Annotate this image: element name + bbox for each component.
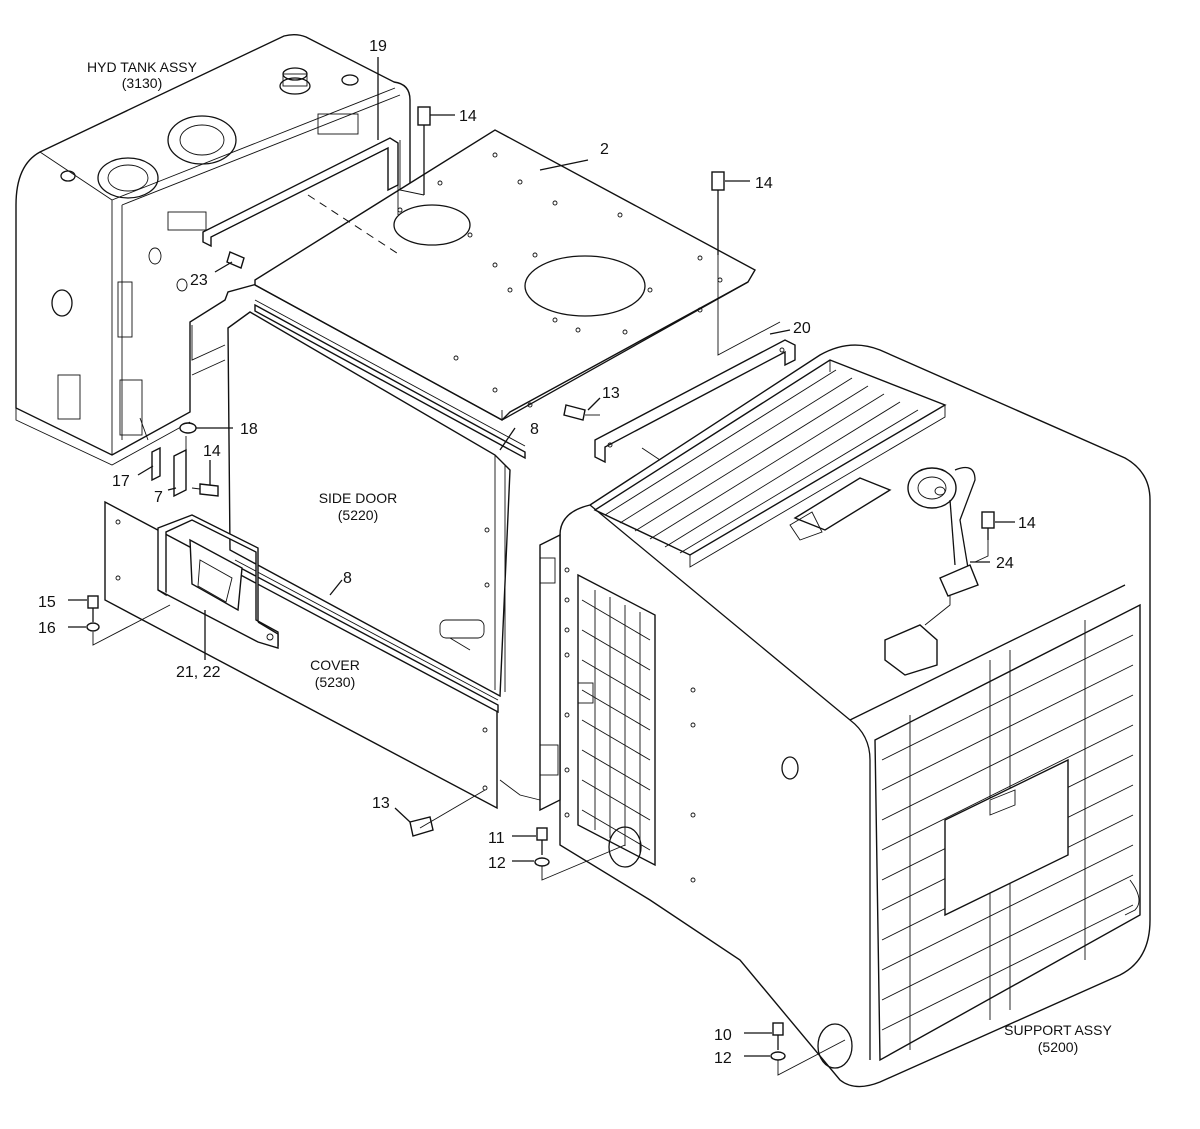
- cover-label: COVER: [310, 657, 360, 673]
- callout-13-upper: 13: [602, 385, 620, 402]
- tank-breather-cap: [279, 67, 311, 95]
- part-20-bracket: [594, 339, 796, 464]
- side-door-code: (5220): [338, 507, 378, 523]
- support-side-mesh: [577, 573, 656, 867]
- side-door-assembly: [227, 311, 511, 698]
- support-code: (5200): [1038, 1039, 1078, 1055]
- part-14-bolt-a: [417, 106, 431, 195]
- part-10-bolt: [772, 1022, 784, 1050]
- callout-11: 11: [488, 830, 505, 847]
- support-front-grille: [874, 603, 1141, 1062]
- part-19-bracket: [202, 137, 399, 248]
- part-21-22-bracket: [157, 514, 279, 649]
- leader-lines: [68, 57, 1015, 1076]
- part-12-washer-a: [534, 857, 550, 867]
- part-17-hinge: [151, 446, 161, 482]
- support-assembly: [539, 344, 1151, 1088]
- callout-12-lower: 12: [714, 1050, 732, 1067]
- hyd-tank-assembly: [15, 34, 411, 466]
- callout-12-upper: 12: [488, 855, 506, 872]
- side-door-label: SIDE DOOR: [319, 490, 398, 506]
- part-7-hinge: [173, 448, 187, 498]
- callout-24: 24: [996, 555, 1014, 572]
- part-15-bolt: [87, 595, 99, 622]
- callout-14-right: 14: [755, 175, 773, 192]
- callout-16: 16: [38, 620, 56, 637]
- tank-cover-plate-large: [167, 115, 237, 165]
- part-8-seal-strip-top: [254, 299, 526, 460]
- part-18-grommet: [179, 422, 197, 434]
- callout-15: 15: [38, 594, 56, 611]
- callout-8-bottom: 8: [343, 570, 352, 587]
- callout-13-lower: 13: [372, 795, 390, 812]
- part-16-washer: [86, 622, 100, 632]
- support-label: SUPPORT ASSY: [1004, 1022, 1112, 1038]
- hyd-tank-code: (3130): [122, 75, 162, 91]
- part-14-bolt-b: [711, 171, 725, 255]
- callout-14-horn: 14: [1018, 515, 1036, 532]
- part-14-bolt-c: [199, 483, 219, 497]
- part-2-top-plate: [254, 129, 756, 421]
- callout-20: 20: [793, 320, 811, 337]
- callout-7: 7: [154, 489, 163, 506]
- callout-14-top: 14: [459, 108, 477, 125]
- hyd-tank-label: HYD TANK ASSY: [87, 59, 198, 75]
- callout-10: 10: [714, 1027, 732, 1044]
- tank-cover-plate-small: [97, 157, 159, 199]
- callout-labels: 19 14 2 14 23 20 13 18 8 14 17 7 14 24 1…: [38, 38, 1036, 1067]
- part-13-bolt-a: [563, 404, 586, 421]
- part-23-bolt: [226, 251, 245, 269]
- callout-17: 17: [112, 473, 130, 490]
- callout-14-hinge: 14: [203, 443, 221, 460]
- callout-19: 19: [369, 38, 387, 55]
- assembly-labels: HYD TANK ASSY (3130) SIDE DOOR (5220) CO…: [87, 59, 1112, 1055]
- callout-8-top: 8: [530, 421, 539, 438]
- part-12-washer-b: [770, 1051, 786, 1061]
- part-24-horn: [884, 466, 979, 676]
- callout-23: 23: [190, 272, 208, 289]
- part-11-bolt: [536, 827, 548, 855]
- callout-21-22: 21, 22: [176, 664, 221, 681]
- part-14-bolt-d: [981, 511, 995, 540]
- callout-2: 2: [600, 141, 609, 158]
- callout-18: 18: [240, 421, 258, 438]
- cover-code: (5230): [315, 674, 355, 690]
- part-13-bolt-b: [409, 816, 434, 837]
